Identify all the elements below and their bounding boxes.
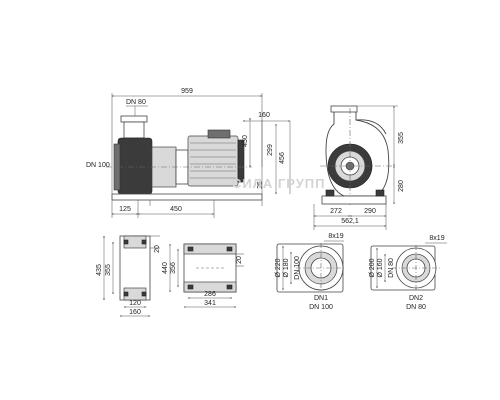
flange-dn1: 8x19 Ø 220 Ø 180 DN 100 DN1 DN 100 bbox=[275, 233, 346, 311]
dim-450-base: 450 bbox=[170, 206, 182, 213]
dim-120: 120 bbox=[129, 300, 141, 307]
flange-dn2: 8x19 Ø 200 Ø 160 DN 80 DN2 DN 80 bbox=[369, 235, 447, 311]
dim-440: 440 bbox=[162, 262, 169, 274]
front-discharge-flange bbox=[330, 105, 358, 113]
watermark: СИЛА ГРУПП bbox=[232, 176, 326, 191]
front-base bbox=[321, 195, 387, 205]
dim-356: 356 bbox=[170, 262, 177, 274]
dim-290: 290 bbox=[364, 208, 376, 215]
terminal-box bbox=[207, 129, 231, 139]
dn1-dia-220: Ø 220 bbox=[275, 258, 282, 277]
dn2-bolts: 8x19 bbox=[429, 235, 444, 242]
dn80-label: DN 80 bbox=[126, 99, 146, 106]
dn2-dia-160: Ø 160 bbox=[377, 258, 384, 277]
discharge-flange bbox=[120, 115, 148, 123]
dn1-inner: DN 100 bbox=[294, 256, 301, 280]
dim-25: 25 bbox=[257, 181, 264, 189]
foot-detail-right: 440 356 20 286 341 bbox=[162, 243, 244, 308]
dim-286: 286 bbox=[204, 291, 216, 298]
motor-fins bbox=[190, 142, 236, 179]
dn2-inner: DN 80 bbox=[388, 258, 395, 278]
dim-20-left: 20 bbox=[154, 245, 161, 253]
dn2-dia-200: Ø 200 bbox=[369, 258, 376, 277]
dim-299: 299 bbox=[267, 144, 274, 156]
dim-280: 280 bbox=[398, 180, 405, 192]
base-frame bbox=[111, 193, 263, 201]
dn1-caption: DN1 bbox=[314, 295, 328, 302]
pump-side-view: 959 DN 80 DN 100 160 450 299 456 25 125 … bbox=[86, 88, 291, 218]
dn1-caption-size: DN 100 bbox=[309, 304, 333, 311]
pump-front-view: 355 280 272 290 562,1 bbox=[313, 105, 405, 230]
foot-detail-left: 435 355 20 120 160 bbox=[96, 235, 161, 317]
discharge-nozzle bbox=[123, 121, 145, 139]
dim-355-front: 355 bbox=[398, 132, 405, 144]
dim-355-foot: 355 bbox=[105, 264, 112, 276]
volute-casing bbox=[117, 137, 153, 195]
dim-160-foot: 160 bbox=[129, 309, 141, 316]
fan-cover bbox=[237, 139, 245, 183]
dim-20-right: 20 bbox=[236, 256, 243, 264]
dim-959: 959 bbox=[181, 88, 193, 95]
dim-456: 456 bbox=[279, 152, 286, 164]
dim-562: 562,1 bbox=[341, 218, 359, 225]
dn1-bolts: 8x19 bbox=[328, 233, 343, 240]
dim-450-height: 450 bbox=[242, 135, 249, 147]
dn1-dia-180: Ø 180 bbox=[283, 258, 290, 277]
dim-341: 341 bbox=[204, 300, 216, 307]
dn2-caption-size: DN 80 bbox=[406, 304, 426, 311]
dim-160-side: 160 bbox=[258, 112, 270, 119]
dim-125: 125 bbox=[119, 206, 131, 213]
dim-435: 435 bbox=[96, 264, 103, 276]
motor-body bbox=[187, 135, 239, 187]
dn100-label: DN 100 bbox=[86, 162, 110, 169]
dim-272: 272 bbox=[330, 208, 342, 215]
dn2-caption: DN2 bbox=[409, 295, 423, 302]
